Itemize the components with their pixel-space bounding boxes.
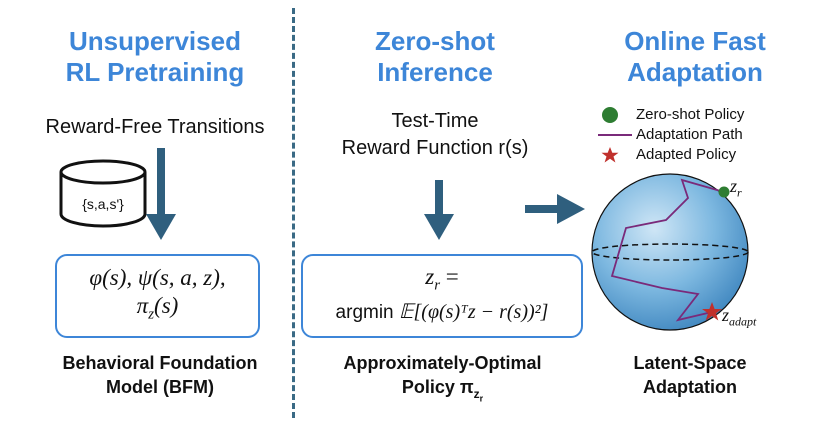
inference-argmin-line: argmin 𝔼[(φ(s)ᵀz − r(s))²] <box>303 299 581 324</box>
adaptation-title-line2: Adaptation <box>627 57 763 87</box>
zr-point-label: zr <box>730 176 742 201</box>
inference-zr-line: zr = <box>303 264 581 295</box>
legend-label-zero-shot: Zero-shot Policy <box>636 106 745 123</box>
inference-caption: Approximately-Optimal Policy πzr <box>300 351 585 410</box>
pretraining-title-line1: Unsupervised <box>69 26 241 56</box>
zadapt-point-label: zadapt <box>722 305 756 330</box>
legend-item-path: Adaptation Path <box>596 125 806 145</box>
inference-box: zr = argmin 𝔼[(φ(s)ᵀz − r(s))²] <box>301 254 583 338</box>
bfm-caption: Behavioral Foundation Model (BFM) <box>25 351 295 399</box>
inference-zr-var: z <box>425 264 435 289</box>
inference-caption-z: z <box>473 386 480 401</box>
inference-title-line2: Inference <box>377 57 493 87</box>
bfm-caption-line1: Behavioral Foundation <box>62 353 258 373</box>
bfm-policy-symbol: π <box>136 293 149 318</box>
bfm-policy-rest: (s) <box>154 293 179 318</box>
inference-zr-sub: r <box>434 277 441 294</box>
legend-item-adapted: Adapted Policy <box>596 145 806 165</box>
zr-point-var: z <box>730 176 738 196</box>
zadapt-point-var: z <box>722 305 730 325</box>
adaptation-caption-line1: Latent-Space <box>633 353 747 373</box>
zadapt-point-sub: adapt <box>729 314 757 329</box>
inference-title-line1: Zero-shot <box>375 26 495 56</box>
adaptation-caption: Latent-Space Adaptation <box>590 351 790 399</box>
legend-label-path: Adaptation Path <box>636 126 743 143</box>
down-arrow-pretraining <box>146 148 176 240</box>
adaptation-title-line1: Online Fast <box>624 26 766 56</box>
down-arrow-inference <box>424 180 454 240</box>
bfm-box: φ(s), ψ(s, a, z), πz(s) <box>55 254 260 338</box>
bfm-caption-line2: Model (BFM) <box>106 377 214 397</box>
legend: Zero-shot Policy Adaptation Path Adapted… <box>596 105 806 165</box>
red-star-icon <box>601 147 619 163</box>
argmin-label: argmin <box>335 301 399 323</box>
legend-label-adapted: Adapted Policy <box>636 146 737 163</box>
bfm-policy-line2: πz(s) <box>57 293 258 324</box>
inference-zr-eq: = <box>440 264 459 289</box>
argmin-formula: 𝔼[(φ(s)ᵀz − r(s))²] <box>398 300 549 323</box>
latent-sphere <box>591 173 749 331</box>
inference-caption-line2: Policy πzr <box>300 375 585 410</box>
inference-title: Zero-shot Inference <box>320 26 550 88</box>
adaptation-path <box>610 178 725 322</box>
pretraining-title: Unsupervised RL Pretraining <box>30 26 280 88</box>
database-label: {s,a,s'} <box>82 196 124 212</box>
right-arrow-adaptation <box>525 194 585 224</box>
inference-caption-subsub: r <box>479 392 484 403</box>
pretraining-title-line2: RL Pretraining <box>65 57 245 87</box>
adapted-star <box>702 302 722 321</box>
database-icon <box>59 159 147 228</box>
inference-caption-policy: Policy π <box>401 377 474 397</box>
reward-free-transitions-label: Reward-Free Transitions <box>45 116 265 138</box>
reward-function-label: Test-Time Reward Function r(s) <box>300 108 570 162</box>
bfm-functions-line1: φ(s), ψ(s, a, z), <box>89 265 226 290</box>
legend-item-zero-shot: Zero-shot Policy <box>596 105 806 125</box>
inference-caption-line1: Approximately-Optimal <box>343 353 542 373</box>
reward-function-line2: Reward Function r(s) <box>341 137 529 159</box>
adaptation-caption-line2: Adaptation <box>643 377 737 397</box>
bfm-policy-sub: z <box>148 306 155 323</box>
column-divider <box>292 8 295 418</box>
zero-shot-dot <box>718 186 730 198</box>
adaptation-title: Online Fast Adaptation <box>590 26 800 88</box>
inference-caption-sub: zr <box>473 386 484 403</box>
reward-function-line1: Test-Time <box>391 110 479 132</box>
zr-point-sub: r <box>737 185 742 200</box>
green-circle-icon <box>602 107 618 123</box>
purple-line-icon <box>598 134 632 136</box>
